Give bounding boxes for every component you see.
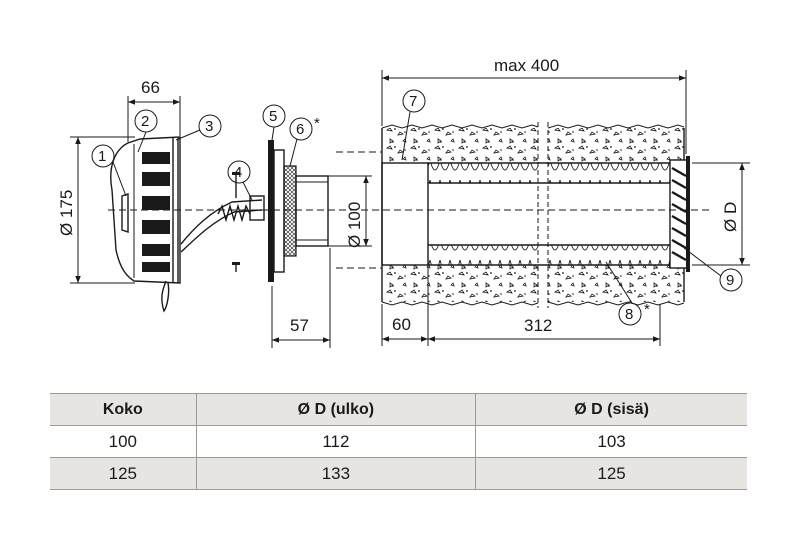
- dimension-max-400-label: max 400: [494, 56, 559, 75]
- column-header-size: Koko: [50, 393, 197, 426]
- svg-text:4: 4: [234, 164, 242, 181]
- column-header-inner-diameter: Ø D (sisä): [475, 393, 747, 426]
- wall-section: [381, 122, 690, 308]
- table-cell: 133: [195, 457, 476, 490]
- dimension-100-label: Ø 100: [345, 202, 364, 248]
- dimension-175: Ø 175: [57, 136, 135, 284]
- svg-text:6: 6: [296, 121, 304, 138]
- callout-9: 9: [683, 247, 743, 292]
- callout-2: 2: [134, 109, 158, 153]
- dimension-175-label: Ø 175: [57, 190, 76, 236]
- table-header-row: Koko Ø D (ulko) Ø D (sisä): [50, 393, 747, 426]
- table-cell: 103: [475, 425, 747, 458]
- callout-6: 6 *: [289, 115, 320, 167]
- svg-text:2: 2: [141, 113, 149, 130]
- callout-6-asterisk: *: [314, 115, 320, 132]
- table-cell: 100: [50, 425, 197, 458]
- dimension-100: Ø 100: [296, 175, 372, 248]
- svg-text:1: 1: [98, 148, 106, 165]
- callout-5: 5: [262, 104, 286, 141]
- dimension-60-label: 60: [392, 315, 411, 334]
- dimension-66: 66: [127, 78, 181, 142]
- size-table: Koko Ø D (ulko) Ø D (sisä) 100 112 103 1…: [50, 393, 747, 490]
- callout-4: 4: [227, 160, 253, 201]
- table-cell: 125: [475, 457, 747, 490]
- svg-text:5: 5: [269, 108, 277, 125]
- mounting-frame: [268, 140, 329, 282]
- dimension-60-312: 60 312: [381, 266, 661, 346]
- dimension-max-400: max 400: [381, 56, 687, 154]
- table-row: 125 133 125: [50, 457, 747, 490]
- spring-mechanism: [180, 172, 265, 272]
- table-row: 100 112 103: [50, 425, 747, 458]
- ventilation-valve-diagram: 66 Ø 175 Ø 100 57: [57, 56, 750, 348]
- callout-8-asterisk: *: [644, 301, 650, 318]
- svg-text:8: 8: [625, 306, 633, 323]
- callout-8: 8 *: [605, 261, 650, 326]
- table-cell: 125: [50, 457, 197, 490]
- column-header-outer-diameter: Ø D (ulko): [195, 393, 476, 426]
- callout-7: 7: [401, 89, 426, 161]
- dimension-d-label: Ø D: [721, 202, 740, 232]
- svg-text:9: 9: [726, 272, 734, 289]
- valve-cover: [110, 136, 181, 313]
- dimension-66-label: 66: [141, 78, 160, 97]
- callout-3: 3: [175, 114, 222, 141]
- svg-text:3: 3: [205, 118, 213, 135]
- svg-text:7: 7: [409, 93, 417, 110]
- dimension-312-label: 312: [524, 316, 552, 335]
- dimension-57-label: 57: [290, 316, 309, 335]
- table-cell: 112: [195, 425, 476, 458]
- dimension-57: 57: [271, 248, 331, 348]
- callout-1: 1: [91, 144, 127, 197]
- dimension-d: Ø D: [692, 162, 750, 266]
